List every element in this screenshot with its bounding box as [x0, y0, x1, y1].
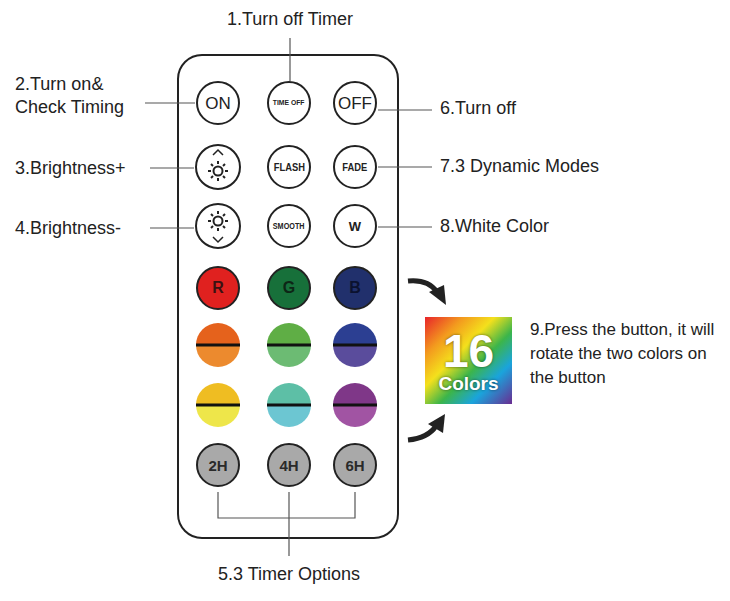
callout-label: 5.3 Timer Options [218, 563, 360, 586]
button-label: W [349, 220, 361, 233]
button-label: OFF [338, 95, 372, 112]
remote-button: W [333, 204, 377, 248]
remote-body [178, 55, 398, 538]
remote-button: 6H [333, 443, 377, 487]
leader-lines [145, 38, 432, 556]
remote-button: 2H [196, 443, 240, 487]
button-label: 6H [345, 458, 364, 473]
brightness-down-icon [196, 204, 240, 248]
button-label: TIME OFF [273, 99, 305, 107]
badge-word: Colors [438, 374, 498, 393]
button-label: R [212, 280, 224, 296]
button-label: ON [205, 95, 231, 112]
button-label: G [283, 280, 295, 296]
button-label: B [349, 280, 361, 296]
remote-button: SMOOTH [267, 204, 311, 248]
remote-button: TIME OFF [267, 81, 311, 125]
callout-label: 1.Turn off Timer [227, 8, 353, 31]
callout-label: 6.Turn off [440, 97, 516, 120]
remote-button: R [196, 266, 240, 310]
badge-number: 16 [443, 328, 494, 374]
brightness-up-icon [196, 145, 240, 189]
callout-label: 7.3 Dynamic Modes [440, 155, 599, 178]
remote-button: G [267, 266, 311, 310]
split-color-buttons [196, 323, 377, 427]
remote-button: FLASH [267, 145, 311, 189]
callout-label: 4.Brightness- [15, 217, 121, 240]
callout-label: 3.Brightness+ [15, 157, 126, 180]
remote-button: OFF [333, 81, 377, 125]
color-badge: 16Colors [425, 317, 512, 404]
button-label: FLASH [273, 162, 304, 173]
button-label: 4H [279, 458, 298, 473]
callout-label: 2.Turn on& Check Timing [15, 73, 150, 120]
remote-button: B [333, 266, 377, 310]
remote-button: FADE [333, 145, 377, 189]
remote-button: ON [196, 81, 240, 125]
button-label: SMOOTH [273, 222, 305, 231]
callout-label: 8.White Color [440, 215, 549, 238]
remote-button: 4H [267, 443, 311, 487]
button-label: FADE [343, 162, 368, 173]
button-label: 2H [208, 458, 227, 473]
callout-label: 9.Press the button, it will rotate the t… [530, 318, 724, 389]
